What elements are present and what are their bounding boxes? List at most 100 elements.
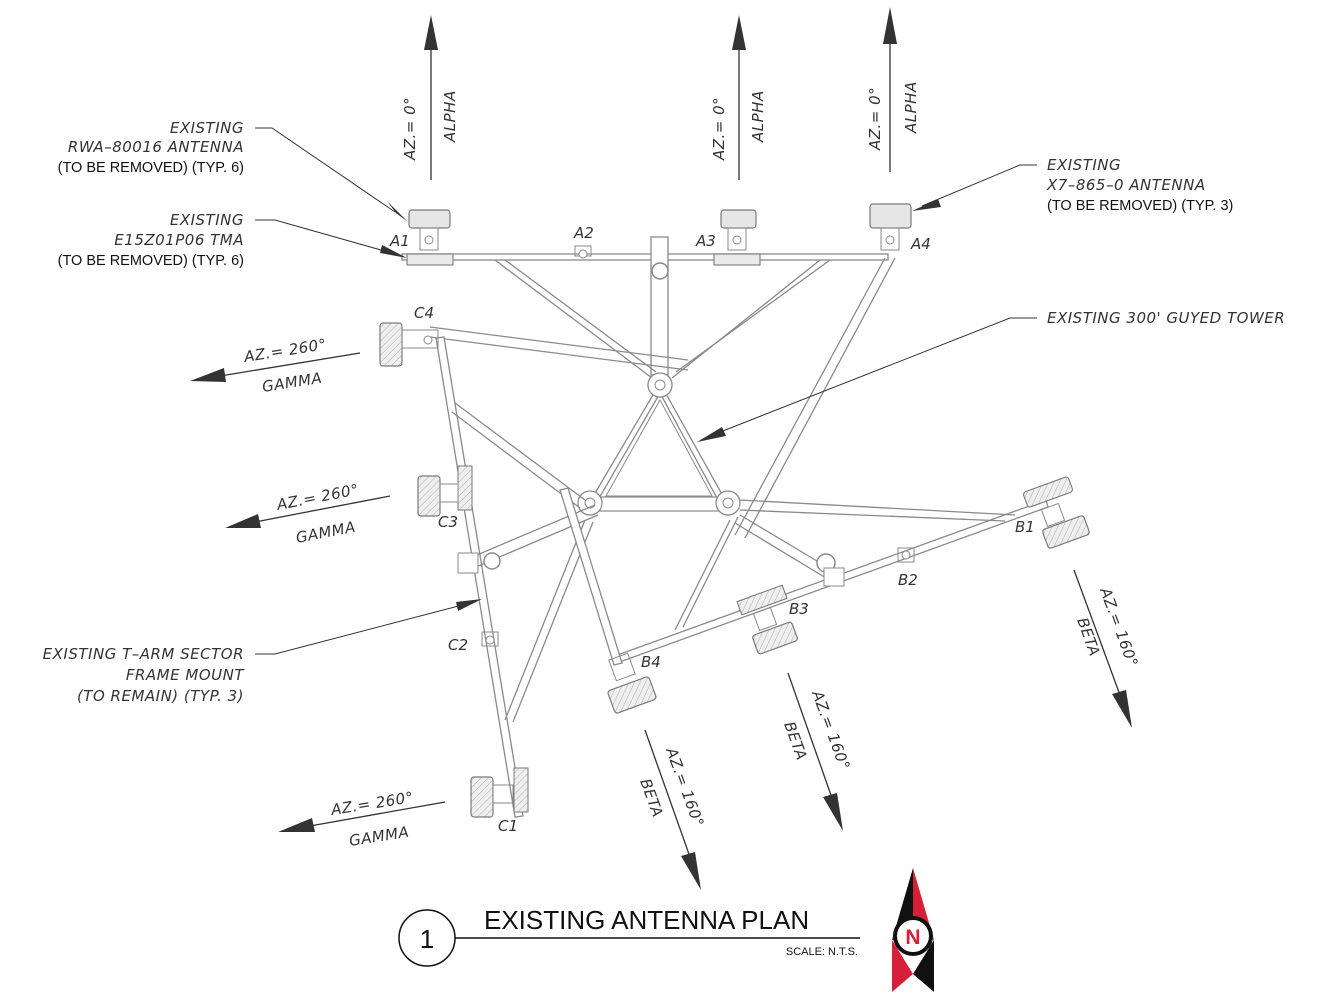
alpha-arrow-3 <box>883 7 897 172</box>
alpha-az-label-3: AZ.= 0° <box>866 87 884 151</box>
mount-a2 <box>574 245 592 259</box>
callout-tower-text: EXISTING 300' GUYED TOWER <box>1047 309 1285 327</box>
gamma-az-label-2: AZ.= 260° <box>274 480 360 514</box>
label-a3: A3 <box>695 232 716 250</box>
beta-arrow-1 <box>1073 569 1132 728</box>
label-b1: B1 <box>1015 518 1035 536</box>
antenna-b4 <box>607 652 657 714</box>
antenna-b3-panel <box>752 621 798 655</box>
gamma-name-label-2: GAMMA <box>294 518 357 547</box>
gamma-name-label-1: GAMMA <box>261 369 324 396</box>
alpha-clamp <box>651 262 669 280</box>
tma-a3 <box>713 253 761 266</box>
alpha-brace-left <box>494 259 653 379</box>
north-letter: N <box>905 926 920 949</box>
guyed-tower <box>577 372 741 516</box>
scale-note: SCALE: N.T.S. <box>786 946 858 958</box>
callout-tma-line1: EXISTING <box>170 211 244 229</box>
azimuth-labels: AZ.= 0° ALPHA AZ.= 0° ALPHA AZ.= 0° ALPH… <box>242 81 1142 850</box>
callout-rwa-antenna: EXISTING RWA–80016 ANTENNA (TO BE REMOVE… <box>58 119 408 222</box>
alpha-sector-frame <box>401 236 896 539</box>
tma-c3 <box>457 465 473 511</box>
beta-arrow-3 <box>644 729 701 890</box>
tower-leg-right <box>715 490 741 516</box>
antenna-c1-panel <box>470 776 494 818</box>
alpha-brace-right <box>671 259 821 379</box>
antenna-a4-panel <box>869 203 912 229</box>
tma-c1 <box>513 767 529 813</box>
beta-brace <box>674 519 731 631</box>
label-a2: A2 <box>573 224 594 242</box>
beta-side-pipe <box>559 487 623 666</box>
callout-tma-line2: E15Z01P06 TMA <box>114 231 244 249</box>
beta-az-label-1: AZ.= 160° <box>1096 584 1142 669</box>
callout-guyed-tower: EXISTING 300' GUYED TOWER <box>697 309 1285 442</box>
gamma-arrow-3 <box>278 801 446 832</box>
antenna-b1 <box>1023 476 1090 549</box>
alpha-name-label-3: ALPHA <box>902 81 920 134</box>
label-c3: C3 <box>438 513 458 531</box>
callout-t-arm: EXISTING T–ARM SECTOR FRAME MOUNT (TO RE… <box>43 599 482 705</box>
detail-number: 1 <box>420 924 434 954</box>
alpha-arrow-2 <box>732 15 746 180</box>
drawing-title: EXISTING ANTENNA PLAN <box>484 905 809 935</box>
alpha-name-label-2: ALPHA <box>749 90 767 143</box>
callout-tarm-line3: (TO REMAIN) (TYP. 3) <box>77 687 244 705</box>
callout-tma: EXISTING E15Z01P06 TMA (TO BE REMOVED) (… <box>58 211 407 269</box>
callout-tarm-line1: EXISTING T–ARM SECTOR <box>43 645 244 663</box>
label-b3: B3 <box>789 600 809 618</box>
azimuth-arrows <box>190 7 1132 890</box>
alpha-arrow-1 <box>424 15 438 180</box>
antenna-c1 <box>470 767 529 818</box>
callout-rwa-line2: RWA–80016 ANTENNA <box>68 138 244 156</box>
antenna-a3-panel <box>720 209 757 229</box>
beta-az-label-3: AZ.= 160° <box>662 744 708 829</box>
alpha-face-pipe <box>401 253 889 261</box>
gamma-face-pipe <box>435 336 524 818</box>
beta-sector-frame <box>559 487 1049 666</box>
label-c2: C2 <box>448 636 468 654</box>
label-c4: C4 <box>414 304 434 322</box>
antenna-a3 <box>713 209 761 266</box>
label-c1: C1 <box>498 817 518 835</box>
antenna-c3 <box>417 465 473 517</box>
alpha-az-label-1: AZ.= 0° <box>401 97 419 161</box>
gamma-name-label-3: GAMMA <box>348 823 411 850</box>
antenna-b3 <box>736 584 798 655</box>
beta-arrow-2 <box>787 672 843 831</box>
gamma-arrow-2 <box>225 495 391 528</box>
tower-leg-left <box>577 490 603 516</box>
antenna-c3-panel <box>417 475 441 517</box>
position-labels: A1 A2 A3 A4 B1 B2 B3 B4 C1 C2 C3 C4 <box>389 224 1035 835</box>
tma-b1 <box>1023 476 1073 508</box>
label-a1: A1 <box>389 232 410 250</box>
antenna-a4 <box>869 203 912 251</box>
callout-tma-line3: (TO BE REMOVED) (TYP. 6) <box>58 253 244 269</box>
antenna-c4 <box>379 322 439 367</box>
antenna-b1-panel <box>1042 515 1090 549</box>
antenna-a1 <box>406 209 454 266</box>
beta-az-label-2: AZ.= 160° <box>808 687 854 772</box>
callout-x7-line2: X7–865–0 ANTENNA <box>1046 176 1206 194</box>
antenna-c4-panel <box>379 322 403 367</box>
antenna-a1-panel <box>408 209 451 229</box>
tower-leg-top <box>647 372 673 398</box>
callout-rwa-line3: (TO BE REMOVED) (TYP. 6) <box>58 160 244 176</box>
alpha-name-label-1: ALPHA <box>441 90 459 143</box>
gamma-top-arm <box>429 326 689 361</box>
antenna-b4-panel <box>607 676 657 714</box>
beta-top-arm <box>739 499 1016 516</box>
label-b2: B2 <box>898 571 918 589</box>
title-block: 1 EXISTING ANTENNA PLAN SCALE: N.T.S. <box>398 905 860 967</box>
beta-name-label-3: BETA <box>636 776 667 820</box>
callout-rwa-line1: EXISTING <box>170 119 244 137</box>
callout-x7-line1: EXISTING <box>1047 156 1121 174</box>
callout-x7-antenna: EXISTING X7–865–0 ANTENNA (TO BE REMOVED… <box>912 156 1233 214</box>
alpha-t-arm <box>650 236 669 376</box>
label-a4: A4 <box>910 235 931 253</box>
north-arrow-icon: N <box>892 868 934 992</box>
gamma-arrow-1 <box>190 352 361 382</box>
gamma-az-label-1: AZ.= 260° <box>242 335 328 366</box>
callout-x7-line3: (TO BE REMOVED) (TYP. 3) <box>1047 198 1233 214</box>
